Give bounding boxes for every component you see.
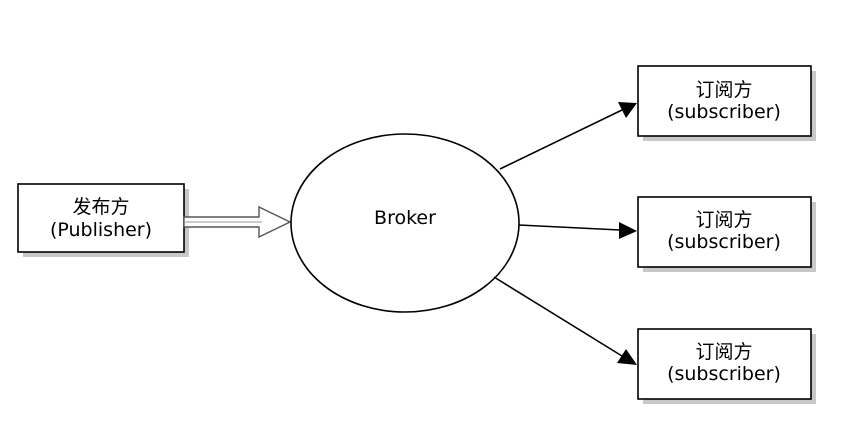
- publisher-label-cn: 发布方: [72, 196, 129, 218]
- arrowhead: [619, 222, 637, 239]
- subscriber-label-en: (subscriber): [667, 231, 781, 253]
- publisher-box: [17, 183, 185, 253]
- edge-broker-sub2: [518, 222, 637, 239]
- broker-node: Broker: [290, 133, 520, 313]
- edge-line: [499, 109, 623, 170]
- publisher-node: 发布方 (Publisher): [17, 183, 189, 257]
- subscriber-label-en: (subscriber): [667, 363, 781, 385]
- subscriber-node-2: 订阅方 (subscriber): [637, 196, 816, 272]
- edge-broker-sub1: [499, 102, 637, 170]
- subscriber-box: [637, 196, 812, 268]
- arrowhead: [617, 349, 637, 365]
- broker-label: Broker: [374, 207, 436, 229]
- edge-line: [493, 276, 623, 357]
- subscriber-box: [637, 328, 812, 400]
- subscriber-label-cn: 订阅方: [695, 209, 752, 231]
- broker-ellipse: [290, 133, 520, 313]
- publisher-to-broker-arrow: [183, 205, 292, 239]
- subscriber-label-cn: 订阅方: [695, 341, 752, 363]
- edge-line: [518, 224, 621, 231]
- subscriber-label-cn: 订阅方: [695, 79, 752, 101]
- subscriber-label-en: (subscriber): [667, 101, 781, 123]
- publisher-label-en: (Publisher): [50, 219, 152, 241]
- subscriber-box: [637, 65, 812, 137]
- subscriber-node-1: 订阅方 (subscriber): [637, 65, 816, 141]
- edge-broker-sub3: [493, 276, 637, 365]
- subscriber-node-3: 订阅方 (subscriber): [637, 328, 816, 404]
- arrowhead: [618, 102, 637, 118]
